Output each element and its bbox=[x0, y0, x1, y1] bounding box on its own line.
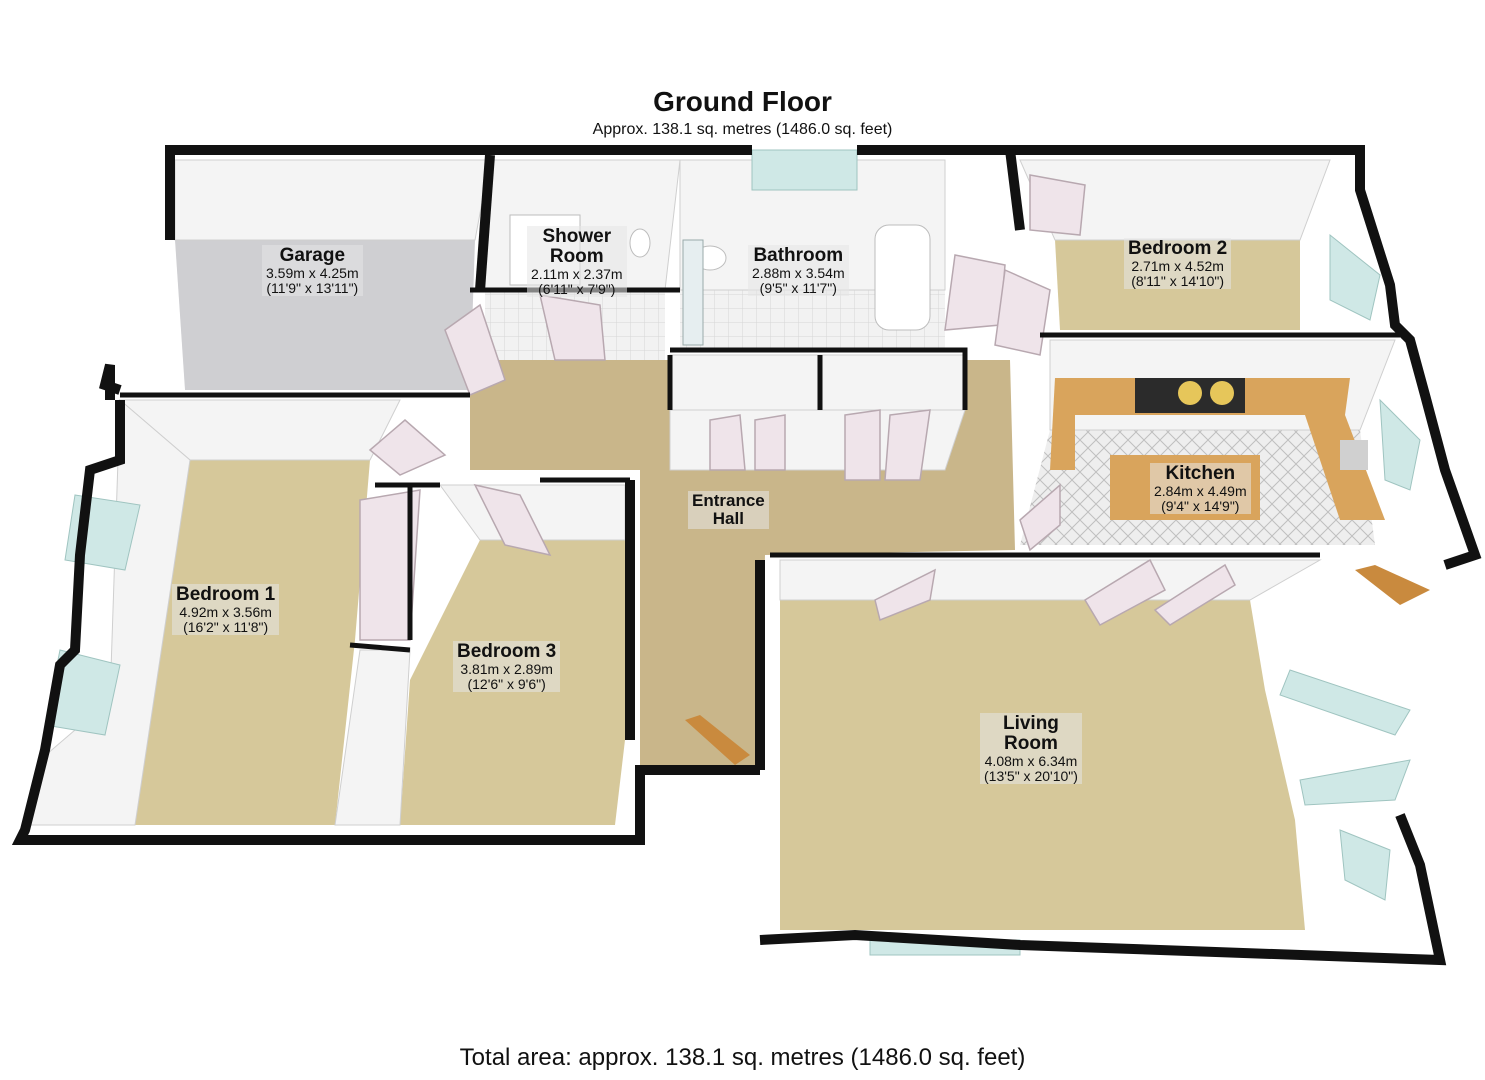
room-dimensions-metric: 3.81m x 2.89m bbox=[460, 660, 553, 677]
total-area: Total area: approx. 138.1 sq. metres (14… bbox=[459, 1044, 1026, 1071]
room-dimensions-imperial: (11'9" x 13'11") bbox=[266, 279, 359, 296]
bedroom1-floor bbox=[135, 460, 370, 825]
room-dimensions-imperial: (16'2" x 11'8") bbox=[183, 618, 269, 635]
side-door bbox=[1355, 565, 1430, 605]
room-dimensions-metric: 4.92m x 3.56m bbox=[179, 603, 272, 620]
room-dimensions-metric: 2.71m x 4.52m bbox=[1131, 257, 1224, 274]
room-dimensions-imperial: (6'11" x 7'9") bbox=[538, 280, 616, 297]
doors bbox=[359, 174, 1236, 641]
floor-area-subtitle: Approx. 138.1 sq. metres (1486.0 sq. fee… bbox=[592, 121, 893, 138]
room-name: Hall bbox=[712, 508, 744, 528]
room-label-bedroom-2: Bedroom 2 2.71m x 4.52m (8'11" x 14'10") bbox=[1124, 238, 1232, 290]
inner-wall-tops bbox=[120, 287, 1400, 653]
garage-floor bbox=[175, 240, 475, 390]
window-bedroom2 bbox=[1329, 233, 1381, 321]
room-label-living-room: Living Room 4.08m x 6.34m (13'5" x 20'10… bbox=[980, 713, 1082, 785]
room-label-bedroom-1: Bedroom 1 4.92m x 3.56m (16'2" x 11'8") bbox=[172, 584, 280, 636]
room-dimensions-metric: 2.11m x 2.37m bbox=[531, 265, 623, 282]
room-dimensions-metric: 2.88m x 3.54m bbox=[752, 264, 845, 281]
window-living-b bbox=[1299, 759, 1411, 806]
room-name: Shower bbox=[542, 226, 612, 247]
window-bathroom bbox=[751, 149, 858, 191]
front-door bbox=[685, 715, 750, 765]
room-name: Entrance bbox=[692, 491, 765, 510]
room-name: Bedroom 3 bbox=[457, 641, 557, 662]
bath bbox=[874, 224, 931, 331]
room-dimensions-metric: 4.08m x 6.34m bbox=[984, 752, 1078, 769]
wall-tops bbox=[11, 145, 1482, 966]
room-dimensions-metric: 3.59m x 4.25m bbox=[266, 264, 359, 281]
room-name: Room bbox=[549, 245, 604, 267]
room-name: Bedroom 2 bbox=[1128, 238, 1228, 259]
room-dimensions-metric: 2.84m x 4.49m bbox=[1154, 482, 1247, 499]
room-label-bedroom-3: Bedroom 3 3.81m x 2.89m (12'6" x 9'6") bbox=[453, 641, 561, 693]
room-name: Bedroom 1 bbox=[176, 584, 276, 605]
window-living-a bbox=[1279, 669, 1411, 736]
room-dimensions-imperial: (13'5" x 20'10") bbox=[984, 767, 1078, 784]
room-label-shower-room: Shower Room 2.11m x 2.37m (6'11" x 7'9") bbox=[527, 226, 627, 298]
windows bbox=[44, 149, 1421, 956]
room-name: Kitchen bbox=[1165, 463, 1236, 484]
room-label-entrance-hall: Entrance Hall bbox=[688, 491, 769, 529]
room-label-garage: Garage 3.59m x 4.25m (11'9" x 13'11") bbox=[262, 245, 363, 297]
room-dimensions-imperial: (9'5" x 11'7") bbox=[759, 279, 837, 296]
bathroom-fittings bbox=[509, 214, 931, 346]
room-label-bathroom: Bathroom 2.88m x 3.54m (9'5" x 11'7") bbox=[748, 245, 849, 297]
room-name: Garage bbox=[279, 245, 346, 266]
window-kitchen bbox=[1379, 398, 1421, 491]
floor-title: Ground Floor bbox=[653, 86, 832, 117]
basin bbox=[629, 228, 651, 258]
worktop-left bbox=[1050, 378, 1075, 470]
room-name: Bathroom bbox=[753, 245, 844, 266]
hob-ring bbox=[1210, 381, 1234, 405]
room-dimensions-imperial: (8'11" x 14'10") bbox=[1131, 272, 1225, 289]
room-name: Living bbox=[1002, 713, 1059, 734]
room-dimensions-imperial: (12'6" x 9'6") bbox=[467, 675, 546, 692]
shower-screen bbox=[682, 239, 704, 346]
window-living-right bbox=[1339, 829, 1391, 901]
hob-ring bbox=[1178, 381, 1202, 405]
room-label-kitchen: Kitchen 2.84m x 4.49m (9'4" x 14'9") bbox=[1150, 463, 1251, 515]
room-dimensions-imperial: (9'4" x 14'9") bbox=[1161, 497, 1240, 514]
sink bbox=[1340, 440, 1368, 470]
room-name: Room bbox=[1004, 732, 1058, 754]
